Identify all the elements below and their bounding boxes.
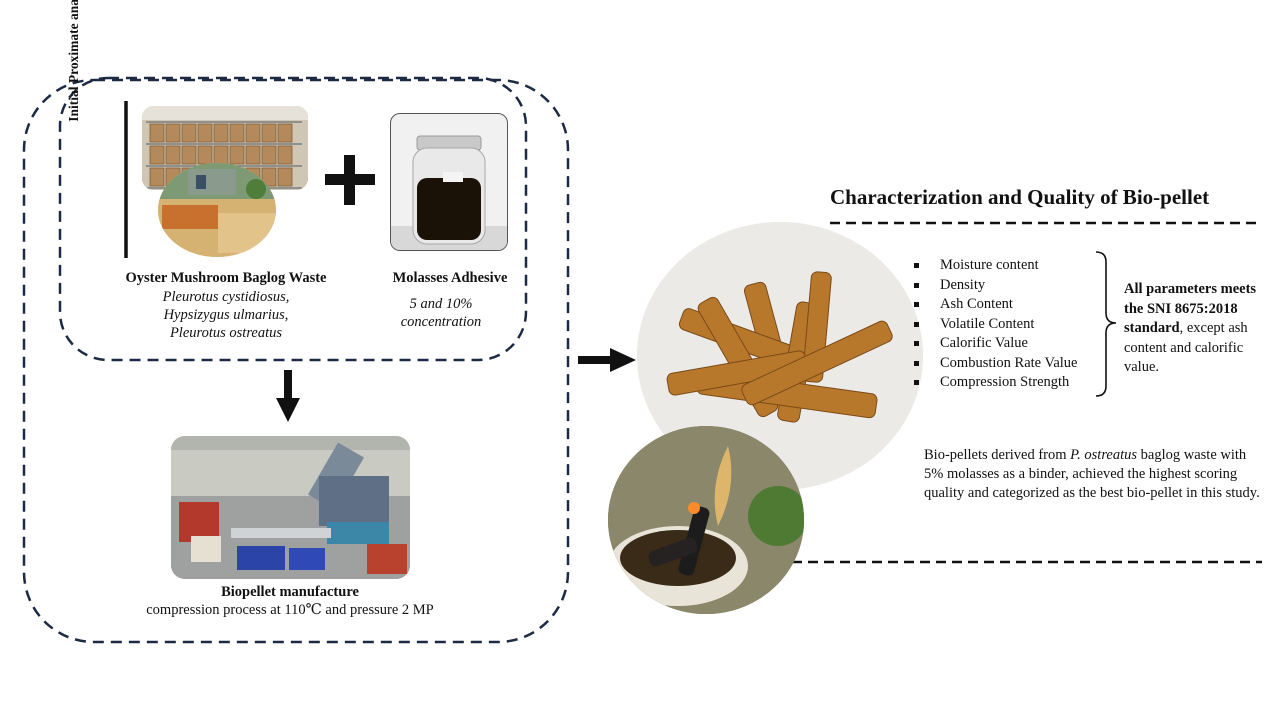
parameter-item: Ash Content <box>912 295 1112 315</box>
arrow-down <box>276 370 300 422</box>
pellets-illustration <box>637 222 923 490</box>
manufacture-detail: compression process at 110℃ and pressure… <box>146 602 434 618</box>
burning-pellet-photo <box>608 426 804 614</box>
species-2: Hypsizygus ulmarius, <box>163 307 289 323</box>
parameters-brace <box>1095 251 1117 397</box>
biopellet-photo <box>637 222 923 490</box>
parameter-item: Density <box>912 276 1112 296</box>
waste-title: Oyster Mushroom Baglog Waste <box>125 270 327 286</box>
baglog-waste-photo <box>158 163 276 257</box>
plus-sign <box>325 155 375 205</box>
conclusion-species: P. ostreatus <box>1070 447 1138 463</box>
inner-input-frame <box>58 76 528 362</box>
standard-verdict: All parameters meets the SNI 8675:2018 s… <box>1124 280 1274 378</box>
parameter-item: Combustion Rate Value <box>912 354 1112 374</box>
jar-illustration <box>391 135 507 250</box>
adhesive-detail: 5 and 10% concentration <box>400 296 482 330</box>
species-1: Pleurotus cystidiosus, <box>162 289 290 305</box>
biopellet-machine-photo <box>171 436 410 579</box>
arrow-right <box>578 348 636 372</box>
conclusion-post: baglog waste with 5% molasses as a binde… <box>924 447 1260 501</box>
outer-process-frame <box>22 78 570 644</box>
verdict-rest: , except ash content and calorific value… <box>1124 320 1248 375</box>
manufacture-title: Biopellet manufacture <box>221 584 359 600</box>
factory-illustration <box>171 436 410 579</box>
side-label-text: Initial Proximate analysis <box>66 0 81 122</box>
waste-species-list: Pleurotus cystidiosus, Hypsizygus ulmari… <box>138 288 314 342</box>
parameter-item: Compression Strength <box>912 373 1112 393</box>
characterization-title: Characterization and Quality of Bio-pell… <box>830 185 1210 209</box>
conclusion-text: Bio-pellets derived from P. ostreatus ba… <box>924 446 1264 503</box>
parameter-item: Moisture content <box>912 256 1112 276</box>
parameter-item: Calorific Value <box>912 334 1112 354</box>
parameter-list: Moisture content Density Ash Content Vol… <box>912 256 1112 393</box>
waste-illustration <box>158 163 276 257</box>
conclusion-pre: Bio-pellets derived from <box>924 447 1071 463</box>
initial-proximate-label: Initial Proximate analysis <box>66 0 90 132</box>
molasses-jar-photo <box>390 113 508 251</box>
adhesive-title: Molasses Adhesive <box>392 270 508 286</box>
parameter-item: Volatile Content <box>912 315 1112 335</box>
burning-illustration <box>608 426 804 614</box>
verdict-lead: All parameters meets the SNI 8675:2018 s… <box>1124 281 1257 336</box>
species-3: Pleurotus ostreatus <box>169 325 283 341</box>
